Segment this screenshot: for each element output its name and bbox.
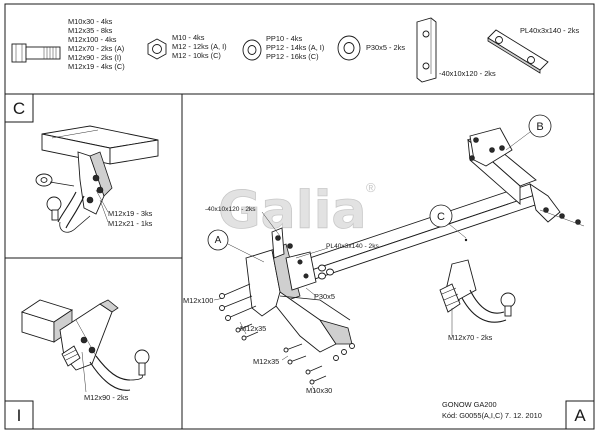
bolt-icon — [469, 137, 505, 161]
panel-a-badge: A — [565, 400, 595, 430]
block-spec: -40x10x120 - 2ks — [439, 69, 496, 78]
bolt-icon — [275, 235, 309, 279]
bolt-icon — [11, 43, 61, 63]
callout-a-letter: A — [215, 235, 222, 246]
bolt-icon — [305, 365, 327, 385]
galia-logo: Galia ® — [218, 180, 376, 241]
nut-list: M10 - 4ks M12 - 12ks (A, I) M12 - 10ks (… — [172, 33, 227, 60]
washer-spec: PP12 - 16ks (C) — [266, 52, 319, 61]
callout-b: B — [505, 114, 552, 151]
m12x100-label: M12x100 — [183, 296, 213, 305]
logo-wordmark: Galia — [218, 181, 367, 241]
spacer-label: P30x5 — [314, 292, 335, 301]
logo-registered-mark: ® — [366, 180, 376, 195]
panel-i-detail — [20, 299, 150, 393]
nut-icon — [147, 38, 167, 60]
m12x70-label: M12x70 - 2ks — [448, 333, 493, 342]
plate-spec: PL40x3x140 - 2ks — [520, 26, 579, 35]
block-icon — [416, 17, 437, 83]
spacer-icon — [337, 35, 361, 61]
bolt-spec: M12x90 - 2ks (I) — [68, 53, 121, 62]
bolt-icon — [80, 336, 96, 354]
washer-list: PP10 - 4ks PP12 - 14ks (A, I) PP12 - 16k… — [266, 34, 324, 61]
plate-icon — [487, 29, 549, 74]
panel-i-label: M12x90 - 2ks — [84, 393, 129, 402]
nut-spec: M12 - 12ks (A, I) — [172, 42, 227, 51]
bolt-spec: M12x70 - 2ks (A) — [68, 44, 124, 53]
bolt-icon — [86, 174, 104, 204]
m12x35-label-b: M12x35 — [253, 357, 279, 366]
washer-spec: PP12 - 14ks (A, I) — [266, 43, 324, 52]
nut-icon — [333, 343, 355, 361]
m12x35-label-a: M12x35 — [240, 324, 266, 333]
callout-b-letter: B — [536, 121, 543, 133]
panel-i-letter: I — [17, 406, 22, 425]
bolt-list: M10x30 - 4ks M12x35 - 8ks M12x100 - 4ks … — [68, 17, 125, 71]
right-side-arm — [467, 127, 585, 227]
exploded-bolts-left — [219, 283, 355, 385]
washer-spec: PP10 - 4ks — [266, 34, 302, 43]
bolt-icon — [235, 323, 259, 341]
callout-a: A — [207, 229, 265, 263]
bolt-spec: M10x30 - 4ks — [68, 17, 113, 26]
m10x30-label: M10x30 — [306, 386, 332, 395]
bolt-icon — [219, 283, 257, 321]
bolt-spec: M12x35 - 8ks — [68, 26, 113, 35]
callout-c: C — [429, 204, 467, 239]
spacer-spec: P30x5 - 2ks — [366, 43, 405, 52]
bolt-icon — [283, 343, 307, 365]
panel-c-label: M12x21 - 1ks — [108, 219, 153, 228]
panel-c-detail — [35, 125, 159, 233]
drawing-code: Kód: G0055(A,I,C) 7. 12. 2010 — [442, 411, 542, 420]
panel-i-badge: I — [4, 400, 34, 430]
title-block: GONOW GA200 Kód: G0055(A,I,C) 7. 12. 201… — [442, 400, 542, 420]
nut-spec: M12 - 10ks (C) — [172, 51, 221, 60]
washer-icon — [242, 39, 262, 61]
drawing-frame — [4, 3, 595, 430]
nut-spec: M10 - 4ks — [172, 33, 205, 42]
left-mounting-bracket — [245, 227, 353, 353]
plate-label: PL40x3x140 - 2ks — [326, 243, 379, 250]
tow-hitch-main — [439, 259, 516, 336]
panel-c-letter: C — [13, 99, 25, 118]
panel-a-letter: A — [574, 406, 586, 425]
bolt-spec: M12x100 - 4ks — [68, 35, 117, 44]
panel-c-label: M12x19 - 3ks — [108, 209, 153, 218]
model-name: GONOW GA200 — [442, 400, 497, 409]
callout-c-letter: C — [437, 211, 445, 223]
block-label: -40x10x120 - 2ks — [205, 206, 256, 213]
bolt-spec: M12x19 - 4ks (C) — [68, 62, 125, 71]
panel-c-badge: C — [4, 93, 34, 123]
